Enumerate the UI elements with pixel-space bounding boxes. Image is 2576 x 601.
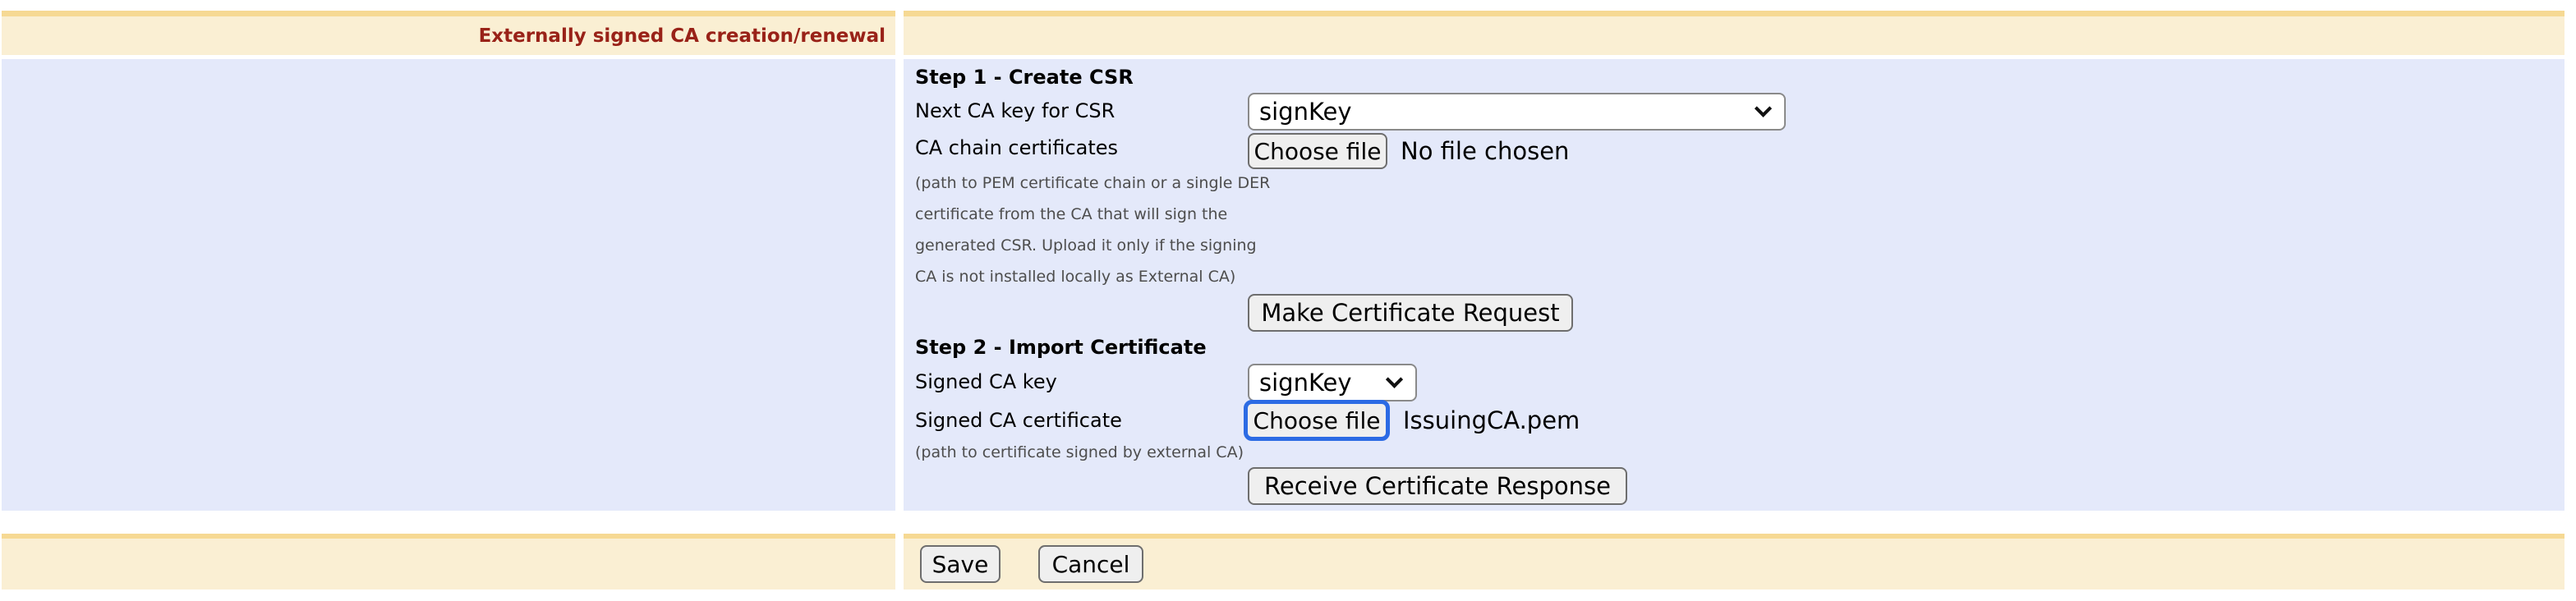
section-header-left-cell: Externally signed CA creation/renewal bbox=[2, 11, 895, 55]
next-ca-key-select[interactable]: signKey bbox=[1248, 93, 1786, 131]
signed-ca-certificate-file-input: Choose file IssuingCA.pem bbox=[1244, 400, 1580, 441]
save-button[interactable]: Save bbox=[920, 545, 1000, 583]
receive-certificate-response-button[interactable]: Receive Certificate Response bbox=[1248, 467, 1627, 505]
main-content-cell: Step 1 - Create CSR Next CA key for CSR … bbox=[904, 59, 2564, 511]
ca-chain-file-status: No file chosen bbox=[1401, 137, 1570, 165]
make-certificate-request-button[interactable]: Make Certificate Request bbox=[1248, 294, 1573, 332]
signed-ca-certificate-file-name: IssuingCA.pem bbox=[1403, 406, 1580, 434]
signed-ca-certificate-choose-file-button[interactable]: Choose file bbox=[1244, 400, 1390, 441]
next-ca-key-label: Next CA key for CSR bbox=[915, 99, 1116, 122]
footer-actions-cell: Save Cancel bbox=[904, 534, 2564, 590]
chevron-down-icon bbox=[1385, 370, 1404, 388]
main-left-empty-cell bbox=[2, 59, 895, 511]
ca-chain-label: CA chain certificates bbox=[915, 136, 1119, 159]
ca-chain-choose-file-button[interactable]: Choose file bbox=[1248, 133, 1387, 169]
signed-ca-certificate-note: (path to certificate signed by external … bbox=[915, 443, 1244, 461]
section-header-right-cell bbox=[904, 11, 2564, 55]
ca-chain-note-line: CA is not installed locally as External … bbox=[915, 268, 1236, 286]
signed-ca-key-label: Signed CA key bbox=[915, 370, 1057, 393]
signed-ca-key-select-value: signKey bbox=[1259, 369, 1352, 397]
page-title: Externally signed CA creation/renewal bbox=[478, 25, 886, 47]
cancel-button[interactable]: Cancel bbox=[1038, 545, 1143, 583]
next-ca-key-select-value: signKey bbox=[1259, 98, 1352, 126]
chevron-down-icon bbox=[1754, 99, 1773, 117]
ca-chain-note-line: certificate from the CA that will sign t… bbox=[915, 205, 1228, 223]
ca-chain-note-line: generated CSR. Upload it only if the sig… bbox=[915, 236, 1257, 255]
signed-ca-key-select[interactable]: signKey bbox=[1248, 364, 1417, 401]
ca-chain-note-line: (path to PEM certificate chain or a sing… bbox=[915, 174, 1271, 192]
step2-heading: Step 2 - Import Certificate bbox=[915, 336, 1207, 359]
signed-ca-certificate-label: Signed CA certificate bbox=[915, 409, 1122, 432]
ca-chain-file-input: Choose file No file chosen bbox=[1248, 133, 1569, 169]
ca-chain-note: (path to PEM certificate chain or a sing… bbox=[915, 167, 1270, 292]
footer-left-empty-cell bbox=[2, 534, 895, 590]
step1-heading: Step 1 - Create CSR bbox=[915, 66, 1134, 89]
